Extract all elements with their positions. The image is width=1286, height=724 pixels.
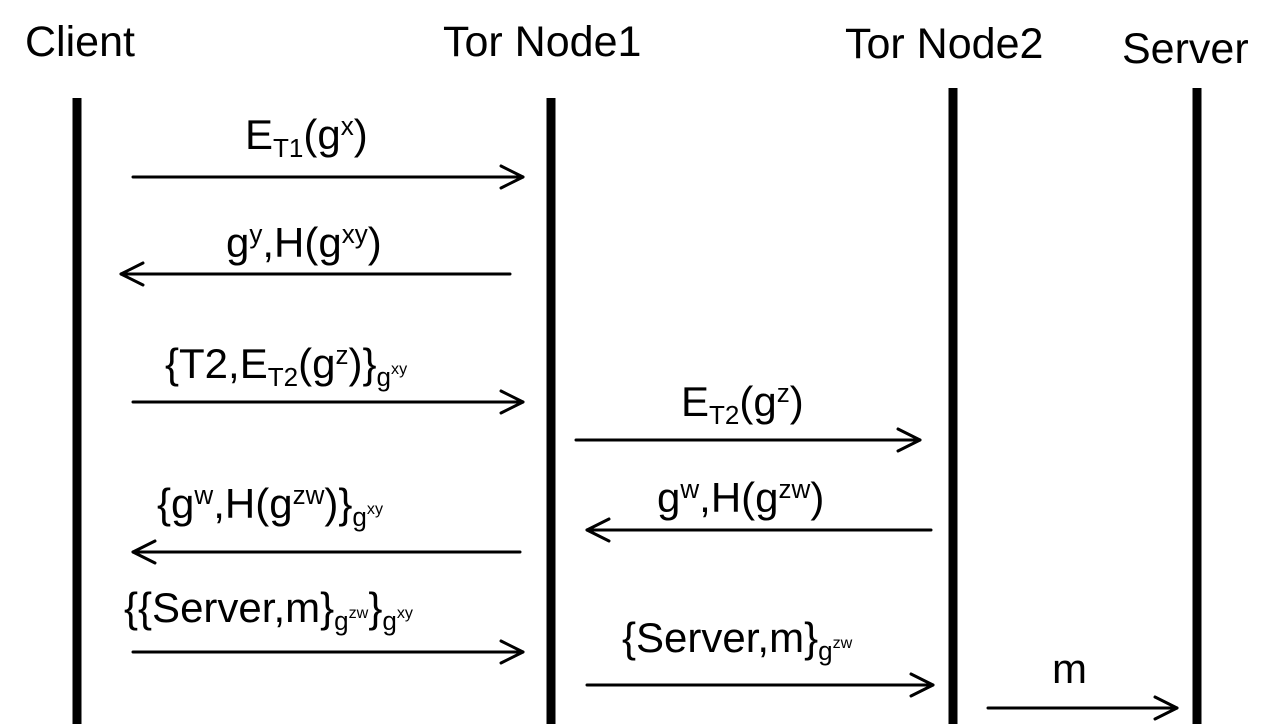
arrow-m6: [131, 539, 522, 565]
message-m1: ET1(gx): [245, 110, 368, 164]
arrow-m8: [585, 672, 935, 698]
arrow-m2: [119, 261, 512, 287]
arrow-m3: [131, 389, 525, 415]
message-m9: m: [1052, 645, 1087, 692]
message-m8: {Server,m}gzw: [622, 614, 853, 667]
arrow-m4: [574, 427, 922, 453]
message-m2: gy,H(gxy): [226, 218, 382, 266]
arrow-m9: [986, 695, 1179, 721]
arrow-m7: [131, 639, 525, 665]
message-m6: {gw,H(gzw)}gxy: [157, 479, 384, 533]
participant-node1: Tor Node1: [443, 18, 642, 66]
arrow-m5: [585, 517, 933, 543]
message-m7: {{Server,m}gzw}gxy: [124, 584, 413, 637]
message-m4: ET2(gz): [681, 377, 804, 431]
participant-node2: Tor Node2: [845, 20, 1044, 68]
participant-server: Server: [1122, 25, 1249, 73]
message-m3: {T2,ET2(gz)}gxy: [165, 339, 408, 393]
arrow-m1: [131, 164, 525, 190]
message-m5: gw,H(gzw): [657, 473, 825, 521]
participant-client: Client: [25, 18, 135, 66]
